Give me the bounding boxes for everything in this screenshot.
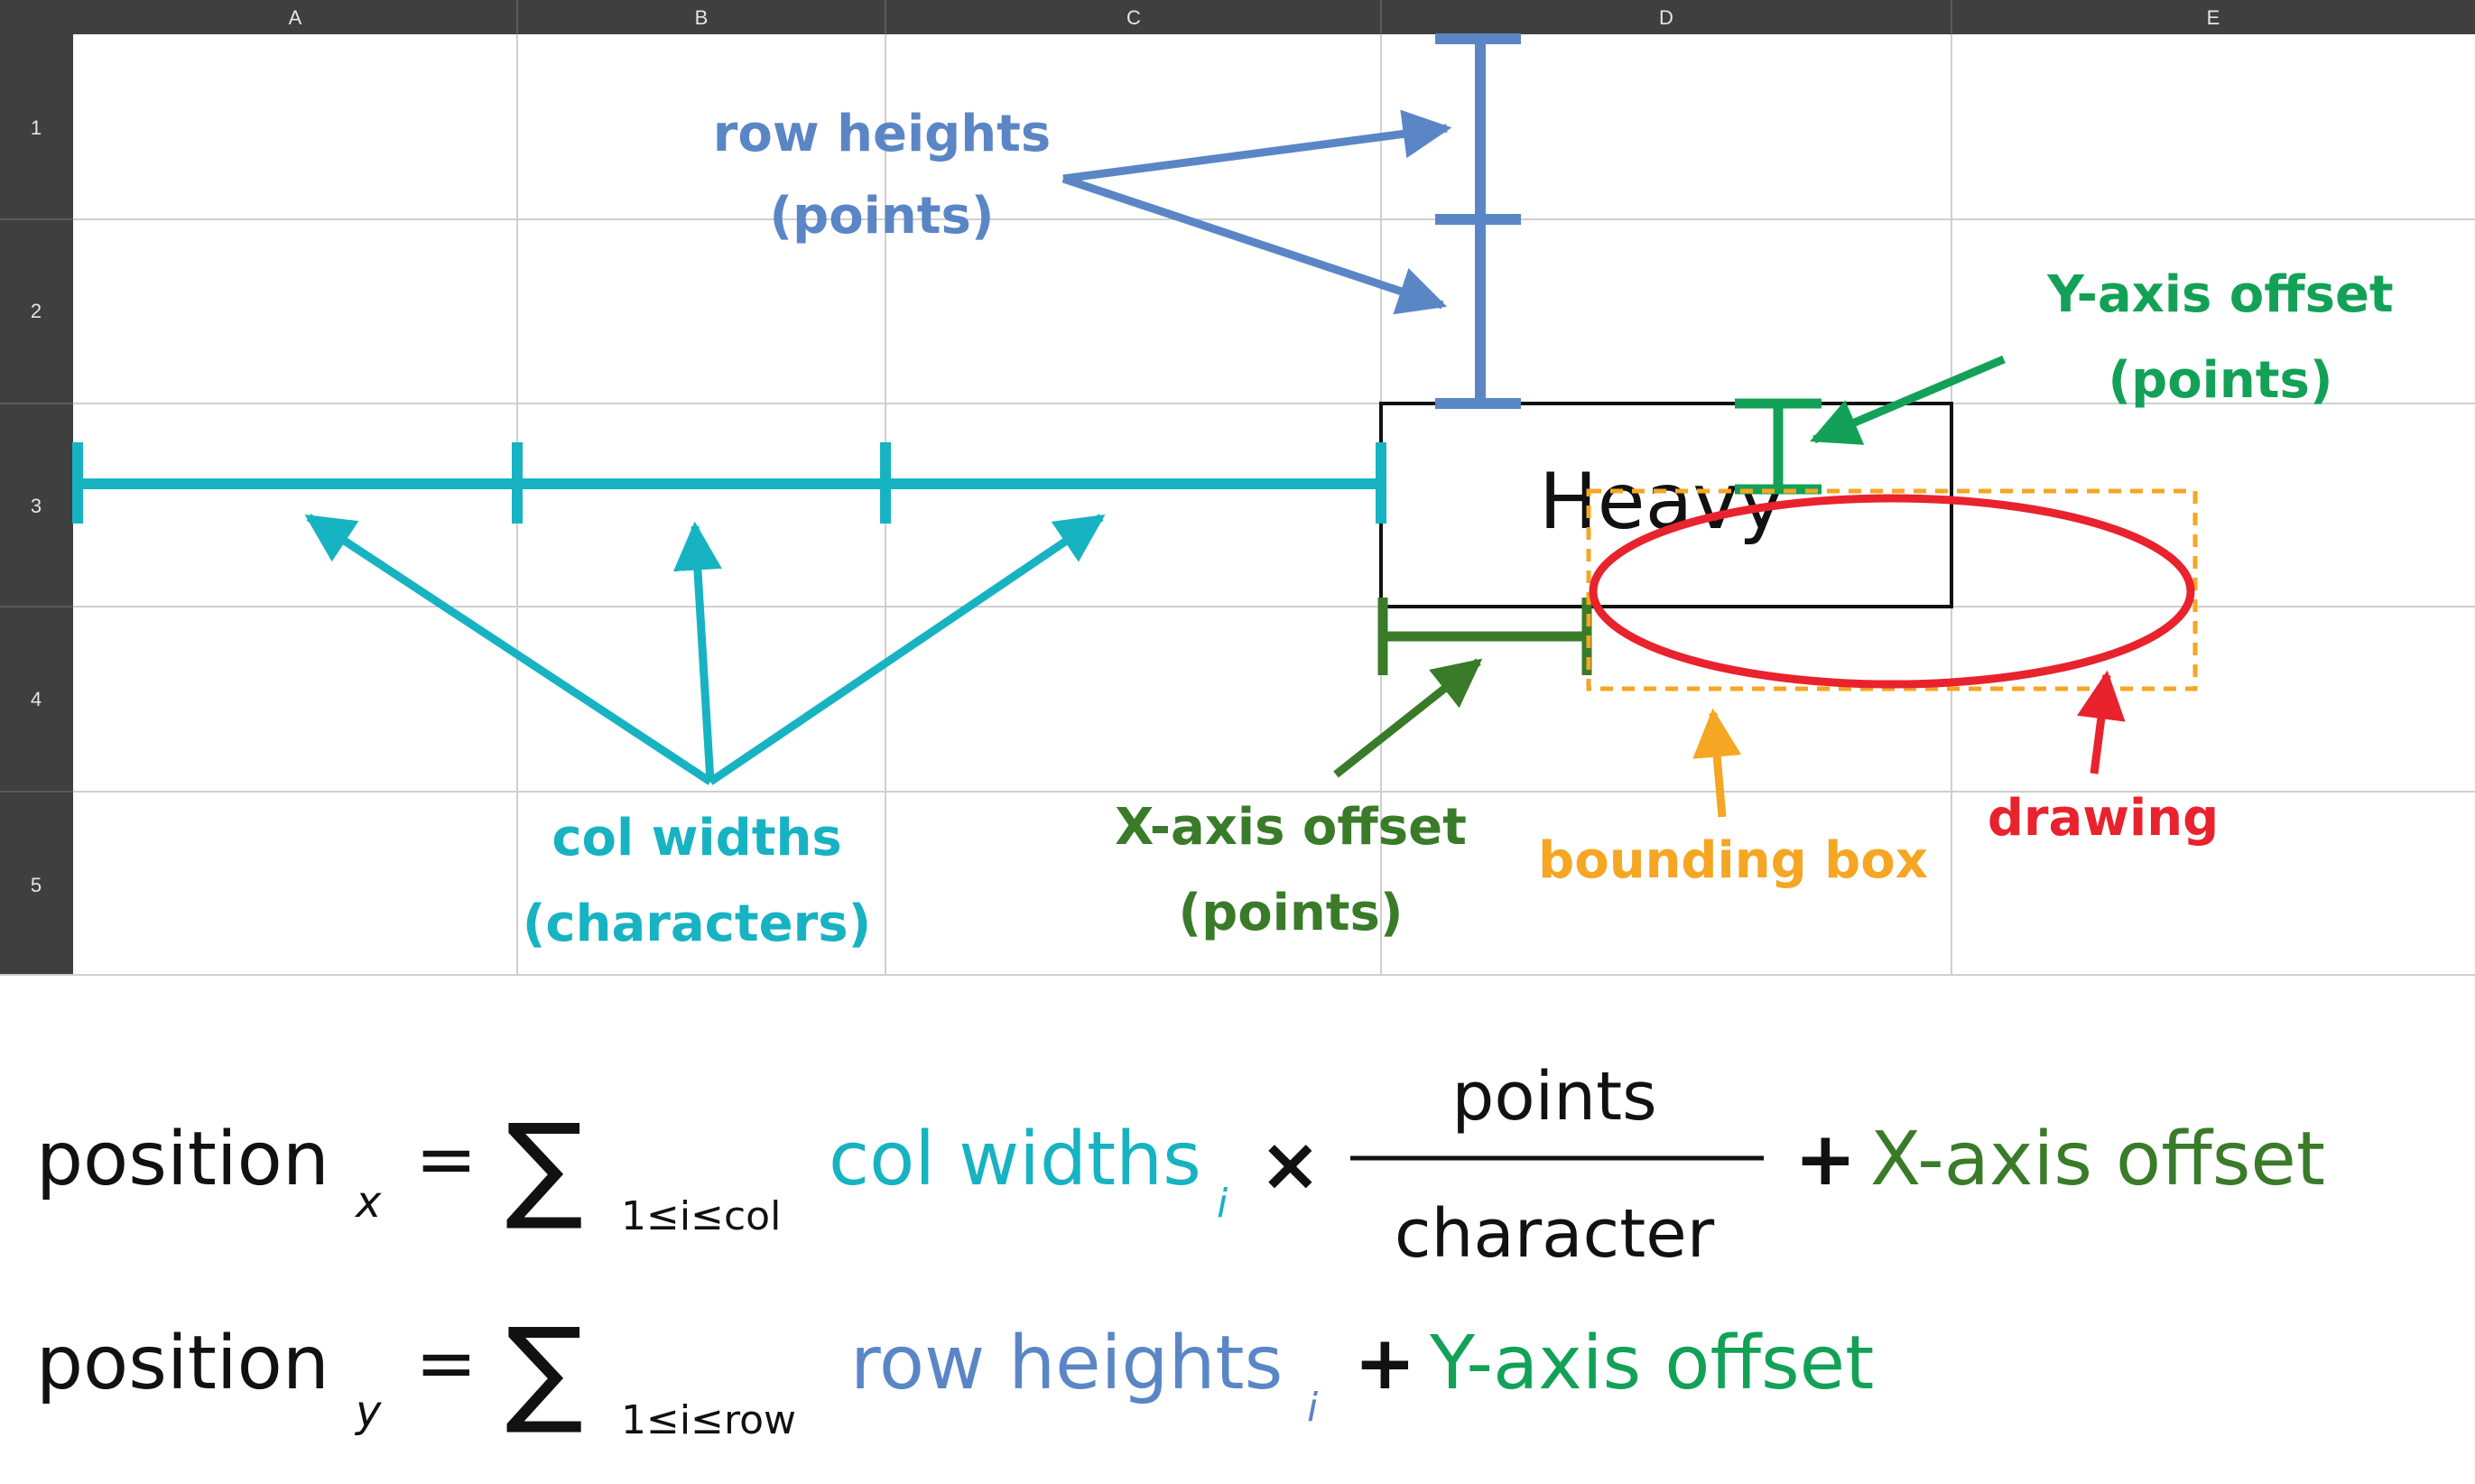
col-widths-arrows [304, 514, 1106, 785]
y-offset-arrow [1810, 355, 2006, 445]
equation-x: position x = ∑ 1≤i≤col col widths i × po… [36, 1058, 2325, 1273]
eq-x-sum-range: 1≤i≤col [621, 1193, 781, 1239]
x-offset-arrow [1333, 658, 1483, 778]
eq-y-lhs-sub: y [354, 1387, 382, 1437]
header-separators [0, 0, 1952, 793]
eq-x-sum: ∑ [505, 1099, 583, 1234]
eq-x-offset: X-axis offset [1870, 1117, 2325, 1202]
bounding-box-arrow [1692, 708, 1742, 818]
row-header-3[interactable]: 3 [31, 495, 42, 517]
row-heights-label: row heights [713, 105, 1051, 163]
drawing-ellipse[interactable] [1589, 494, 2195, 689]
row-header-5[interactable]: 5 [31, 874, 42, 896]
column-header-d[interactable]: D [1659, 6, 1673, 29]
eq-x-lhs: position [36, 1117, 329, 1202]
eq-y-plus: + [1354, 1321, 1416, 1406]
column-header-b[interactable]: B [695, 6, 709, 29]
row-heights-arrow [1062, 109, 1452, 183]
row-heights-ruler [1435, 33, 1521, 409]
bounding-box[interactable] [1586, 488, 2198, 691]
column-header-c[interactable]: C [1126, 6, 1141, 29]
row-header-bar [0, 0, 73, 975]
equation-y: position y = ∑ 1≤i≤row row heights i + Y… [36, 1303, 1874, 1443]
bounding-box-label: bounding box [1538, 831, 1928, 890]
eq-y-offset: Y-axis offset [1429, 1321, 1874, 1406]
eq-x-term: col widths [829, 1117, 1201, 1202]
y-offset-label: Y-axis offset [2046, 265, 2393, 324]
row-heights-arrows [1061, 109, 1452, 315]
drawing-label: drawing [1988, 789, 2219, 848]
eq-x-numerator: points [1451, 1058, 1656, 1136]
eq-x-times: × [1259, 1122, 1321, 1208]
eq-x-equals: = [415, 1117, 477, 1202]
eq-x-plus: + [1794, 1117, 1857, 1202]
row-heights-unit: (points) [770, 187, 995, 246]
column-header-bar [0, 0, 2475, 34]
col-widths-arrow [708, 514, 1106, 785]
row-header-2[interactable]: 2 [31, 300, 42, 322]
eq-y-term: row heights [850, 1321, 1283, 1406]
col-widths-unit: (characters) [523, 895, 871, 953]
x-offset-unit: (points) [1179, 884, 1404, 942]
eq-y-sum-range: 1≤i≤row [621, 1397, 796, 1443]
column-header-e[interactable]: E [2207, 6, 2220, 29]
col-widths-ruler [72, 442, 1386, 524]
column-header-a[interactable]: A [289, 6, 302, 29]
row-header-1[interactable]: 1 [31, 116, 42, 139]
col-widths-arrow [672, 521, 722, 783]
eq-x-lhs-sub: x [354, 1177, 382, 1228]
eq-y-sum: ∑ [505, 1303, 583, 1438]
x-offset-label: X-axis offset [1115, 798, 1467, 857]
drawing-arrow [2077, 670, 2126, 774]
eq-x-term-sub: i [1217, 1181, 1228, 1227]
col-widths-arrow [304, 514, 713, 785]
eq-x-denominator: character [1395, 1195, 1715, 1273]
row-header-4[interactable]: 4 [31, 688, 42, 710]
col-widths-label: col widths [552, 809, 841, 867]
eq-y-lhs: position [36, 1321, 329, 1406]
row-heights-arrow [1061, 174, 1448, 315]
eq-y-term-sub: i [1307, 1385, 1319, 1431]
eq-y-equals: = [415, 1321, 477, 1406]
y-offset-unit: (points) [2109, 351, 2333, 410]
